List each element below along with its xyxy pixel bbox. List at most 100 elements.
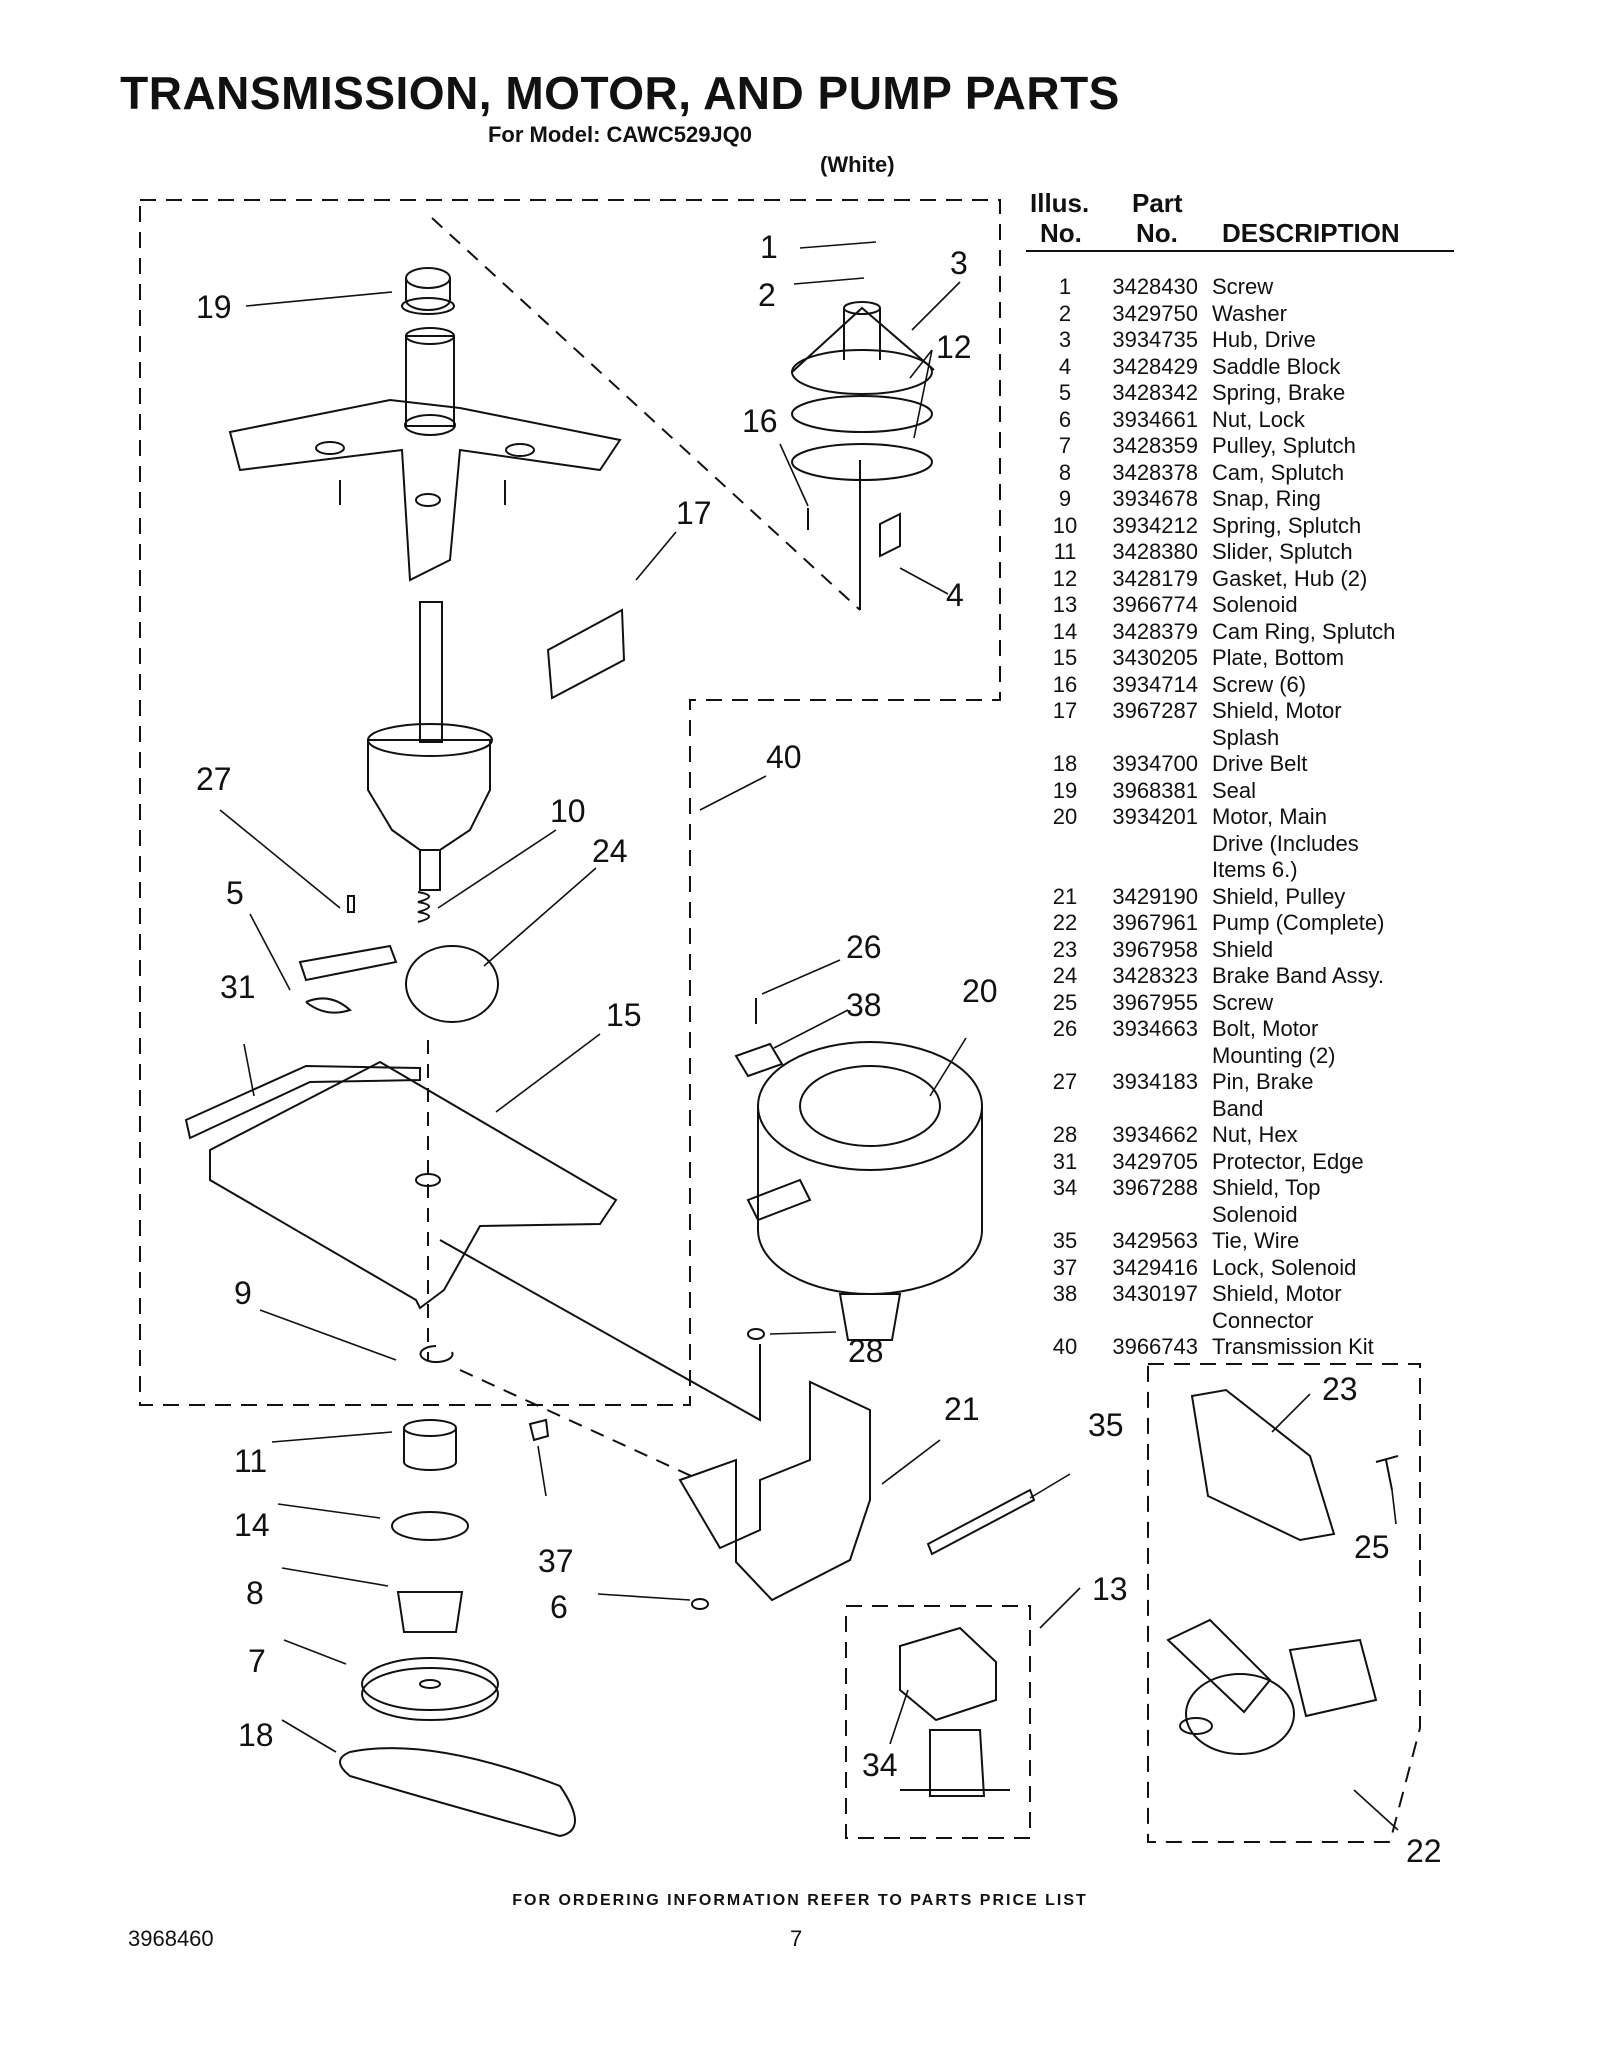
part-number: 3428342 — [1112, 380, 1198, 405]
part-number: 3934714 — [1112, 671, 1198, 697]
callout-11: 11 — [234, 1443, 267, 1479]
illus-number: 19 — [1052, 777, 1078, 803]
illus-number: 25 — [1052, 989, 1078, 1015]
part-description: Shield, Top — [1212, 1175, 1321, 1200]
main-drive-motor-20 — [746, 1041, 983, 1341]
callout-15: 15 — [606, 997, 642, 1033]
table-row: Solenoid — [1030, 1202, 1460, 1229]
illus-number: 18 — [1052, 751, 1078, 776]
model-line: For Model: CAWC529JQ0 — [487, 122, 753, 147]
part-description: Bolt, Motor — [1212, 1016, 1319, 1041]
part-description: Shield, Motor — [1212, 698, 1342, 723]
part-description: Splash — [1212, 724, 1280, 750]
part-description: Plate, Bottom — [1212, 645, 1345, 670]
part-description: Saddle Block — [1212, 353, 1341, 379]
callout-18: 18 — [238, 1717, 274, 1753]
part-number: 3934212 — [1112, 512, 1198, 538]
edge-protector-31 — [184, 1064, 421, 1140]
part-description: Pulley, Splutch — [1212, 433, 1356, 458]
illus-number: 11 — [1053, 539, 1077, 564]
page-number: 7 — [790, 1926, 803, 1951]
hub-reference-line — [431, 217, 861, 611]
saddle-block-4 — [879, 512, 901, 558]
part-number: 3934678 — [1112, 486, 1198, 511]
solenoid-group-box — [845, 1605, 1031, 1839]
callout-16: 16 — [742, 403, 778, 439]
callout-38: 38 — [846, 987, 882, 1023]
part-number: 3934663 — [1112, 1016, 1198, 1041]
transmission-kit-box — [139, 199, 1001, 1406]
wire-tie-35 — [926, 1488, 1036, 1556]
illus-number: 34 — [1052, 1175, 1078, 1200]
table-row: Mounting (2) — [1030, 1043, 1460, 1070]
callout-2: 2 — [758, 277, 776, 313]
callout-3: 3 — [950, 245, 968, 281]
illus-number: 31 — [1052, 1148, 1078, 1174]
part-number: 3428378 — [1112, 459, 1198, 485]
callout-17: 17 — [676, 495, 712, 531]
callout-10: 10 — [550, 793, 586, 829]
seal-19 — [401, 267, 455, 315]
part-description: Items 6.) — [1212, 857, 1298, 882]
part-description: Band — [1212, 1095, 1264, 1121]
brake-pin-27 — [347, 895, 355, 913]
part-number: 3967288 — [1112, 1175, 1198, 1200]
part-number: 3428359 — [1112, 433, 1198, 458]
shield-23 — [1190, 1388, 1336, 1542]
callout-23: 23 — [1322, 1371, 1358, 1407]
callout-28: 28 — [848, 1333, 884, 1369]
part-number: 3934662 — [1112, 1122, 1198, 1147]
callout-5: 5 — [226, 875, 244, 911]
illus-number: 10 — [1052, 512, 1078, 538]
part-number: 3428379 — [1112, 618, 1198, 644]
splutch-cam-ring-14 — [391, 1511, 469, 1541]
part-description: Solenoid — [1212, 592, 1298, 617]
part-description: Cam, Splutch — [1212, 459, 1345, 485]
part-description: Screw — [1212, 989, 1274, 1015]
part-description: Transmission Kit — [1212, 1334, 1374, 1359]
illus-number: 28 — [1052, 1122, 1078, 1147]
lock-nut-6 — [691, 1598, 709, 1610]
callout-19: 19 — [196, 289, 232, 325]
table-row: 25 3967955 Screw — [1030, 990, 1460, 1017]
illus-number: 5 — [1058, 380, 1072, 405]
part-description: Solenoid — [1212, 1201, 1298, 1227]
table-row: 34 3967288 Shield, Top — [1030, 1175, 1460, 1202]
table-row: Band — [1030, 1096, 1460, 1123]
col-part-header-1: Part — [1132, 188, 1183, 218]
document-number: 3968460 — [128, 1926, 214, 1951]
splutch-pulley-7 — [361, 1657, 499, 1721]
table-header-rule — [1026, 250, 1454, 252]
illus-number: 40 — [1052, 1334, 1078, 1359]
pump-22 — [1166, 1618, 1378, 1755]
part-number: 3430197 — [1112, 1281, 1198, 1306]
illus-number: 4 — [1058, 353, 1072, 379]
part-description: Connector — [1212, 1307, 1314, 1333]
part-number: 3429190 — [1112, 883, 1198, 909]
part-description: Seal — [1212, 777, 1257, 803]
splutch-spring-10 — [417, 891, 430, 923]
pump-group-box — [1147, 1363, 1421, 1843]
callout-22: 22 — [1406, 1833, 1442, 1869]
part-description: Screw — [1212, 274, 1274, 299]
part-number: 3934661 — [1112, 406, 1198, 432]
hub-gasket-12a — [791, 395, 933, 433]
part-number: 3429563 — [1112, 1228, 1198, 1253]
callout-35: 35 — [1088, 1407, 1124, 1443]
part-number: 3967955 — [1112, 989, 1198, 1015]
transmission-gearcase — [367, 601, 493, 891]
